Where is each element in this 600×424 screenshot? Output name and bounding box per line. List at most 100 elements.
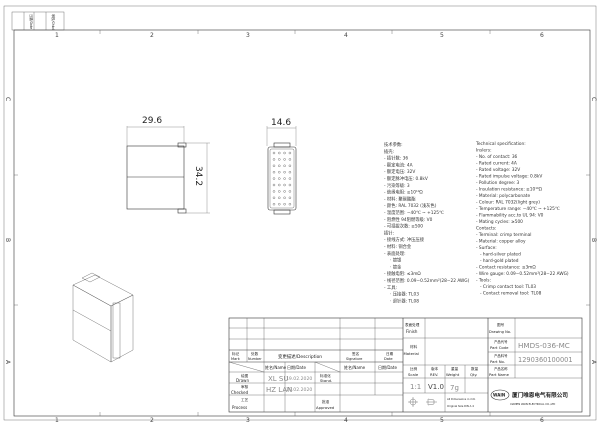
pin-hole xyxy=(288,202,292,206)
spec-line: - 表面处理: xyxy=(384,250,406,257)
front-view: 14.6 xyxy=(266,118,297,215)
finish-en: Finish xyxy=(406,329,418,334)
spec-line: - 可插拔次数: ≥500 xyxy=(384,223,423,230)
dims-note1: All Dimensions in mm xyxy=(447,397,476,401)
spec-line: - 工具: xyxy=(384,285,397,291)
spec-line: - 线径范围: 0.09−0.52mm²(28−22 AWG) xyxy=(384,277,470,284)
pin-hole xyxy=(288,196,292,200)
weight: 7g xyxy=(450,384,459,392)
part-name-en: Part Name xyxy=(489,372,510,377)
projection-symbol-icon xyxy=(408,397,437,407)
number-en: Number xyxy=(248,357,262,361)
spec-line: · 镀银 xyxy=(390,257,402,264)
2: A xyxy=(4,360,11,365)
pin-hole xyxy=(288,177,292,180)
0: 1 xyxy=(55,32,59,39)
pin-hole xyxy=(283,170,286,174)
corner-cell-1: 日期/Date xyxy=(29,14,34,29)
checked-name: HZ LAN xyxy=(266,386,292,394)
pin-hole xyxy=(272,151,276,155)
pin-hole xyxy=(272,202,276,206)
spec-line: - Insulation resistance: ≥10¹⁰Ω xyxy=(476,187,543,193)
corner-box: 日期/Date 审核/Chkd xyxy=(11,11,65,31)
checked-date: 19.02.2020 xyxy=(286,387,312,393)
spec-line: - Terminal: crimp terminal xyxy=(476,232,531,238)
approved-en: Approved xyxy=(316,405,335,410)
date-cn: 日期 xyxy=(386,351,394,356)
scale-cn: 比例 xyxy=(410,366,418,371)
pin-hole xyxy=(272,196,276,200)
pin-hole xyxy=(278,158,281,161)
dim-width: 14.6 xyxy=(271,118,291,128)
pin-hole xyxy=(278,196,281,200)
company-name-en: XIAMEN WAIN ELECTRICAL CO.,LTD xyxy=(510,402,555,406)
pin-hole xyxy=(288,158,292,161)
mark-cn: 标记 xyxy=(232,351,240,356)
date-en: Date xyxy=(384,357,393,361)
spec-chinese: 技术参数:插壳:- 插针数: 36- 额定电流: 4A- 额定电压: 32V- … xyxy=(384,141,470,304)
part-no-cn: 产品料号 xyxy=(494,353,508,358)
inner-frame xyxy=(13,29,591,417)
spec-line: - hard-silver plated xyxy=(480,252,521,258)
spec-line: 技术参数: xyxy=(384,141,403,148)
spec-line: Technical specification: xyxy=(475,141,526,147)
spec-line: - No. of contact: 36 xyxy=(476,154,518,160)
spec-line: - 材料: 铜合金 xyxy=(384,243,412,250)
drawn-cn: 绘图 xyxy=(241,373,249,378)
5: 6 xyxy=(540,32,544,39)
spec-line: - Tools: xyxy=(476,278,491,284)
weight-en: Weight xyxy=(446,372,460,377)
company-name-cn: 厦门唯恩电气有限公司 xyxy=(512,391,568,399)
part-code-en: Part Code xyxy=(490,345,509,350)
4: 5 xyxy=(440,32,444,39)
spec-line: - 污染等级: 3 xyxy=(384,182,410,189)
spec-line: - 阻燃性 94阻燃等级: V0 xyxy=(384,216,433,223)
outer-frame xyxy=(3,5,597,421)
spec-english: Technical specification:Inslers:- No. of… xyxy=(475,141,569,297)
date-header: 日期/Date xyxy=(287,364,306,370)
pin-hole xyxy=(278,202,281,206)
finish-cn: 表面处理 xyxy=(405,322,420,327)
side-view: 29.6 34.2 xyxy=(126,116,210,214)
spec-line: - 接触电阻: ≤3mΩ xyxy=(384,270,421,277)
name-header: 姓名/Name xyxy=(265,364,287,370)
checked-cn: 审核 xyxy=(241,384,249,389)
part-number: 1290360100001 xyxy=(518,356,573,364)
mark-en: Mark xyxy=(231,357,241,361)
rev: V1.0 xyxy=(428,383,444,391)
pin-hole xyxy=(288,183,292,187)
1: 2 xyxy=(150,417,154,424)
1: B xyxy=(590,238,597,242)
spec-line: - Surface: xyxy=(476,245,497,251)
pin-hole xyxy=(278,190,281,193)
pin-hole xyxy=(283,190,286,193)
spec-line: - Wire gauge: 0.09−0.52mm²(28−22 AWG) xyxy=(476,271,569,277)
material-en: Material xyxy=(404,351,419,356)
spec-line: 插壳: xyxy=(384,148,394,155)
spec-line: - Rated impulse voltage: 0.8kV xyxy=(476,174,542,180)
stand-en: Stand. xyxy=(320,378,332,383)
pin-hole xyxy=(278,164,281,168)
0: C xyxy=(590,97,597,101)
3: 4 xyxy=(344,32,348,39)
pin-hole xyxy=(288,170,292,174)
part-code-cn: 产品代号 xyxy=(494,339,508,344)
name-header2: 姓名/Name xyxy=(344,364,366,370)
pin-hole xyxy=(288,190,292,193)
3: 4 xyxy=(344,417,348,424)
spec-line: - Colour: RAL 7032(light grey) xyxy=(476,200,540,206)
weight-cn: 重量 xyxy=(451,366,459,371)
part-no-en: Part No. xyxy=(490,359,505,364)
qty-en: Qty. xyxy=(470,372,477,377)
5: 6 xyxy=(540,417,544,424)
qty-cn: 数量 xyxy=(471,366,479,371)
0: C xyxy=(4,97,11,101)
pin-hole xyxy=(283,183,286,187)
spec-line: - 额定电流: 4A xyxy=(384,161,413,168)
spec-line: - Temperature range: −40℃ ~ +125℃ xyxy=(476,206,560,212)
spec-line: - 插针数: 36 xyxy=(384,155,408,162)
dim-height: 34.2 xyxy=(193,166,203,186)
spec-line: Contacts: xyxy=(476,226,496,232)
pin-hole xyxy=(283,177,286,180)
